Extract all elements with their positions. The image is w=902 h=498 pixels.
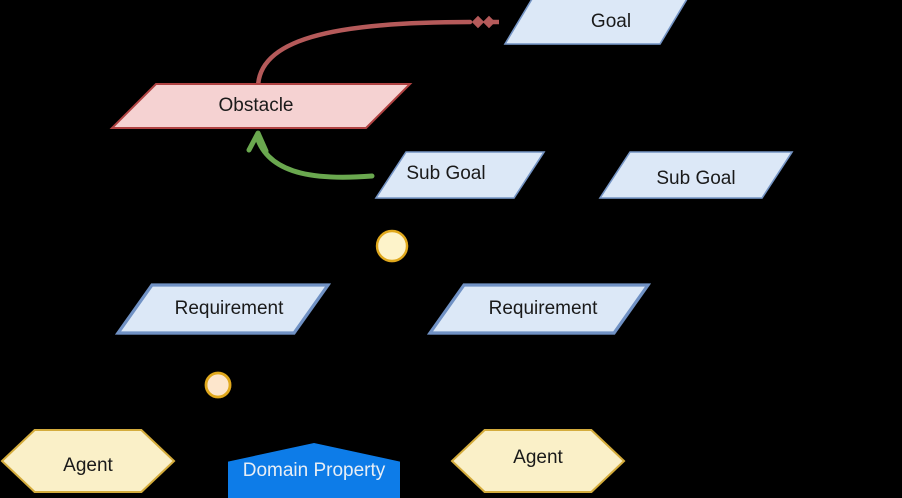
resolution-edge[interactable] xyxy=(246,130,375,180)
edge-layer xyxy=(246,15,499,180)
node-subgoal-2[interactable] xyxy=(598,151,794,199)
obstruction-marker-icon xyxy=(471,15,499,29)
node-obstacle-1[interactable] xyxy=(109,83,413,129)
refinement-layer xyxy=(204,229,409,399)
node-requirement-2[interactable] xyxy=(426,283,652,335)
node-shape-layer xyxy=(0,0,794,498)
obstruction-edge-path xyxy=(255,19,473,91)
refinement-circle-refinement-2[interactable] xyxy=(204,371,232,399)
resolution-arrowhead-icon xyxy=(246,130,269,154)
node-goal-1[interactable] xyxy=(503,0,690,45)
node-requirement-1[interactable] xyxy=(114,283,332,335)
node-agent-2[interactable] xyxy=(450,429,626,493)
node-agent-1[interactable] xyxy=(0,429,176,493)
resolution-edge-path xyxy=(255,137,375,180)
refinement-circle-refinement-1[interactable] xyxy=(375,229,409,263)
node-domain-property-1[interactable] xyxy=(228,443,400,498)
obstruction-diamond-icon xyxy=(471,15,485,29)
node-subgoal-1[interactable] xyxy=(374,151,546,199)
obstruction-edge[interactable] xyxy=(255,15,499,91)
